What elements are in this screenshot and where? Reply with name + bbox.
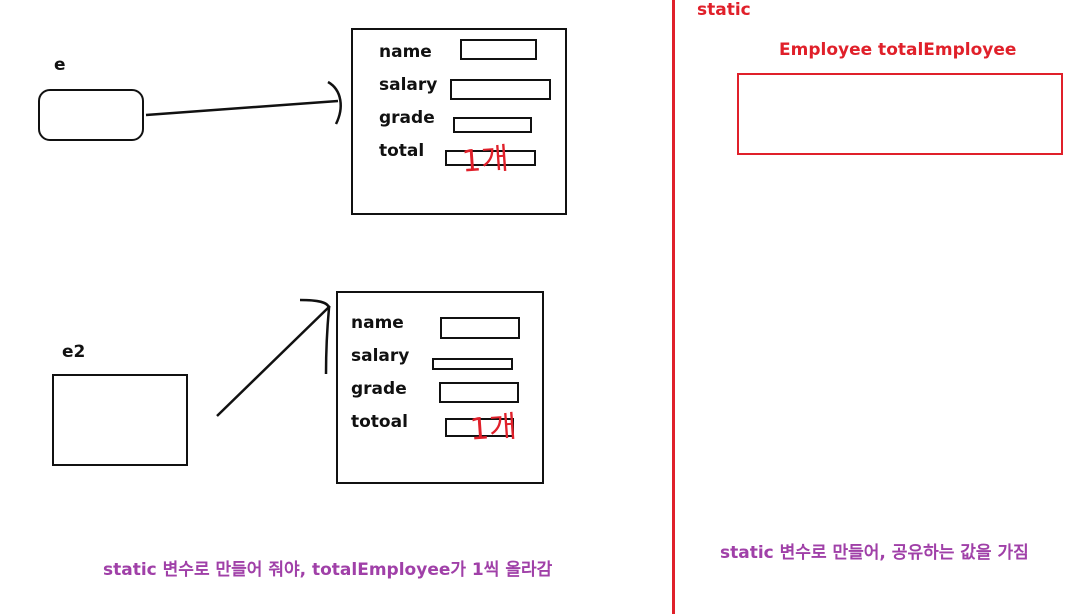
field-label-name: name — [379, 42, 432, 62]
reference-box-e2 — [52, 374, 188, 466]
var-label-e2: e2 — [62, 342, 86, 362]
field-slot-totoal — [445, 418, 514, 437]
field-label-totoal: totoal — [351, 412, 408, 432]
static-variable-title: Employee totalEmployee — [779, 40, 1017, 60]
var-label-e: e — [54, 55, 66, 75]
object-box-e2: name salary grade totoal — [336, 291, 544, 484]
reference-arrow-e — [145, 99, 339, 117]
field-slot-salary — [432, 358, 513, 370]
field-label-grade: grade — [379, 108, 435, 128]
field-label-grade: grade — [351, 379, 407, 399]
count-mark-e2: 1개 — [468, 409, 518, 448]
static-variable-box — [737, 73, 1063, 155]
field-label-total: total — [379, 141, 425, 161]
arrowhead-e2 — [299, 298, 331, 375]
field-slot-name — [460, 39, 537, 60]
field-slot-grade — [453, 117, 532, 133]
field-slot-total — [445, 150, 536, 166]
field-label-name: name — [351, 313, 404, 333]
object-box-e: name salary grade total — [351, 28, 567, 215]
static-header: static — [697, 0, 751, 20]
reference-arrow-e2 — [216, 305, 331, 417]
field-label-salary: salary — [379, 75, 438, 95]
count-mark-e: 1개 — [460, 141, 510, 180]
field-slot-grade — [439, 382, 519, 403]
field-slot-name — [440, 317, 520, 339]
static-divider-line — [672, 0, 675, 614]
note-right: static 변수로 만들어, 공유하는 값을 가짐 — [720, 543, 1029, 563]
field-label-salary: salary — [351, 346, 410, 366]
reference-box-e — [38, 89, 144, 141]
field-slot-salary — [450, 79, 551, 100]
note-left: static 변수로 만들어 줘야, totalEmployee가 1씩 올라감 — [103, 560, 553, 580]
arrowhead-e — [327, 80, 342, 125]
